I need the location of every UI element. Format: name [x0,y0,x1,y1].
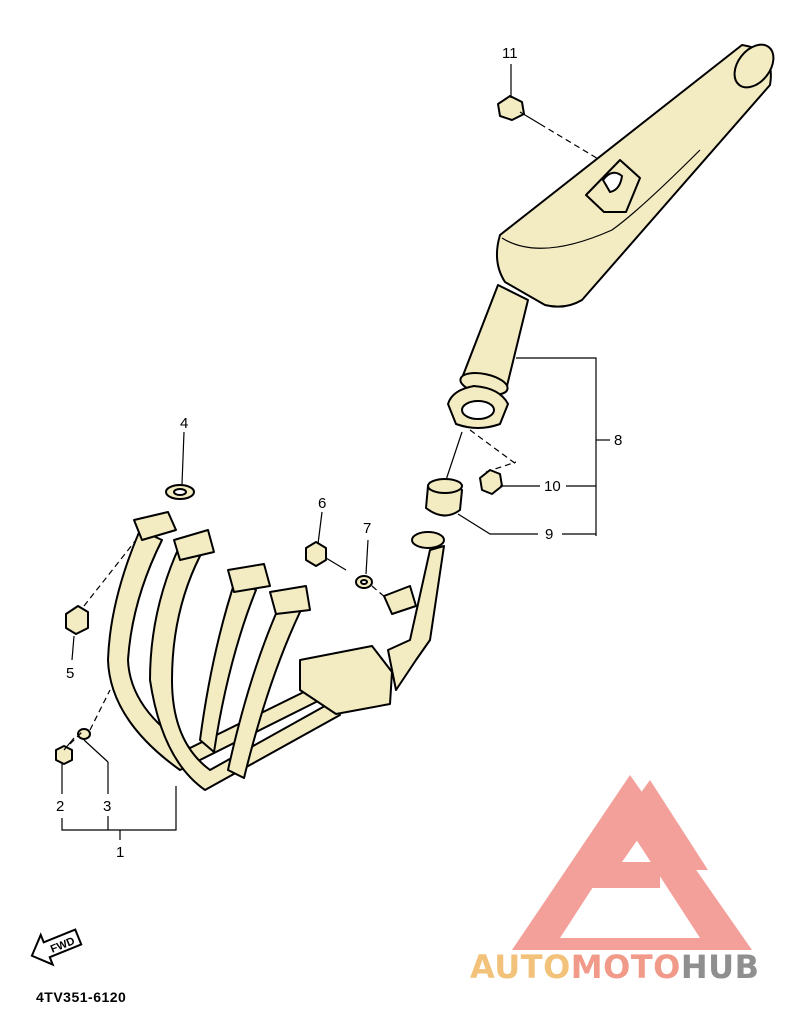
bolt-6-head [305,541,327,567]
callout-2: 2 [56,798,64,815]
bracket-8 [516,357,597,536]
callout-5: 5 [66,665,74,682]
watermark-hub: HUB [681,948,760,986]
leader-6 [317,511,323,545]
callout-9: 9 [545,526,553,543]
watermark-logo [512,775,752,950]
washer-7 [355,575,373,589]
watermark-text: AUTOMOTOHUB [470,948,760,986]
header-outlet [387,545,445,691]
bolt-2 [55,737,75,765]
leader-9-line [457,513,538,535]
fwd-arrow: FWD [30,928,83,967]
header-outlet-rim [411,531,445,549]
bolt-2-head [55,745,73,765]
header-pipe-3 [199,577,257,753]
leader-11-dash [539,123,601,161]
header-collector [299,645,393,715]
leader-9 [445,431,463,481]
nut-5 [65,605,89,635]
gasket-4 [165,484,195,500]
callout-10: 10 [544,478,561,495]
gasket-4-hole [173,488,187,496]
muffler-clamp-opening [461,400,495,420]
washer-3-ring [77,728,91,740]
leader-3-dash [89,689,111,731]
callout-4: 4 [180,415,188,432]
callout-6: 6 [318,495,326,512]
leader-4 [181,431,185,485]
logo-g-mark [590,780,708,888]
header-pipe-4 [227,599,301,779]
exhaust-header-assembly [107,511,445,791]
gasket-9-top [427,478,463,494]
callout-1: 1 [116,844,124,861]
fwd-arrow-shape [30,928,83,967]
watermark-moto: MOTO [571,948,681,986]
header-mount-tab [383,585,417,615]
flange-4 [269,585,311,615]
bolt-2-shank [63,737,75,751]
callout-3: 3 [103,798,111,815]
callout-11: 11 [502,45,518,62]
bolt-10 [479,469,503,495]
bolt-11-thread [519,111,541,125]
leader-2-dash [69,731,83,745]
callout-7: 7 [363,520,371,537]
leader-10-dash [485,461,517,473]
leader-5 [71,635,75,661]
leader-lines [61,64,610,840]
gasket-9 [425,478,463,517]
muffler [447,43,775,429]
leader-5-dash [83,539,137,607]
bracket-1 [61,786,177,831]
muffler-bracket-hole [601,171,624,194]
leader-7 [365,539,369,575]
bolt-6-thread [325,557,347,571]
part-code: 4TV351-6120 [36,989,126,1005]
muffler-seam [501,149,701,249]
bolt-11 [497,95,541,125]
bolt-10-head [479,469,503,495]
flange-1 [133,511,177,541]
leader-3 [83,739,109,763]
washer-7-hole [360,579,368,585]
washer-3 [77,728,91,740]
bolt-11-head [497,95,525,121]
bolt-6 [305,541,347,571]
leader-8-dash [469,429,517,465]
nut-5-body [65,605,89,635]
watermark-auto: AUTO [470,948,571,986]
muffler-end-cap [733,43,775,89]
flange-3 [227,563,271,593]
callout-8: 8 [614,432,622,449]
callout-labels: 11 4 8 10 6 7 9 5 2 3 1 [56,45,622,861]
flange-2 [173,529,215,561]
leader-7-dash [371,585,387,599]
